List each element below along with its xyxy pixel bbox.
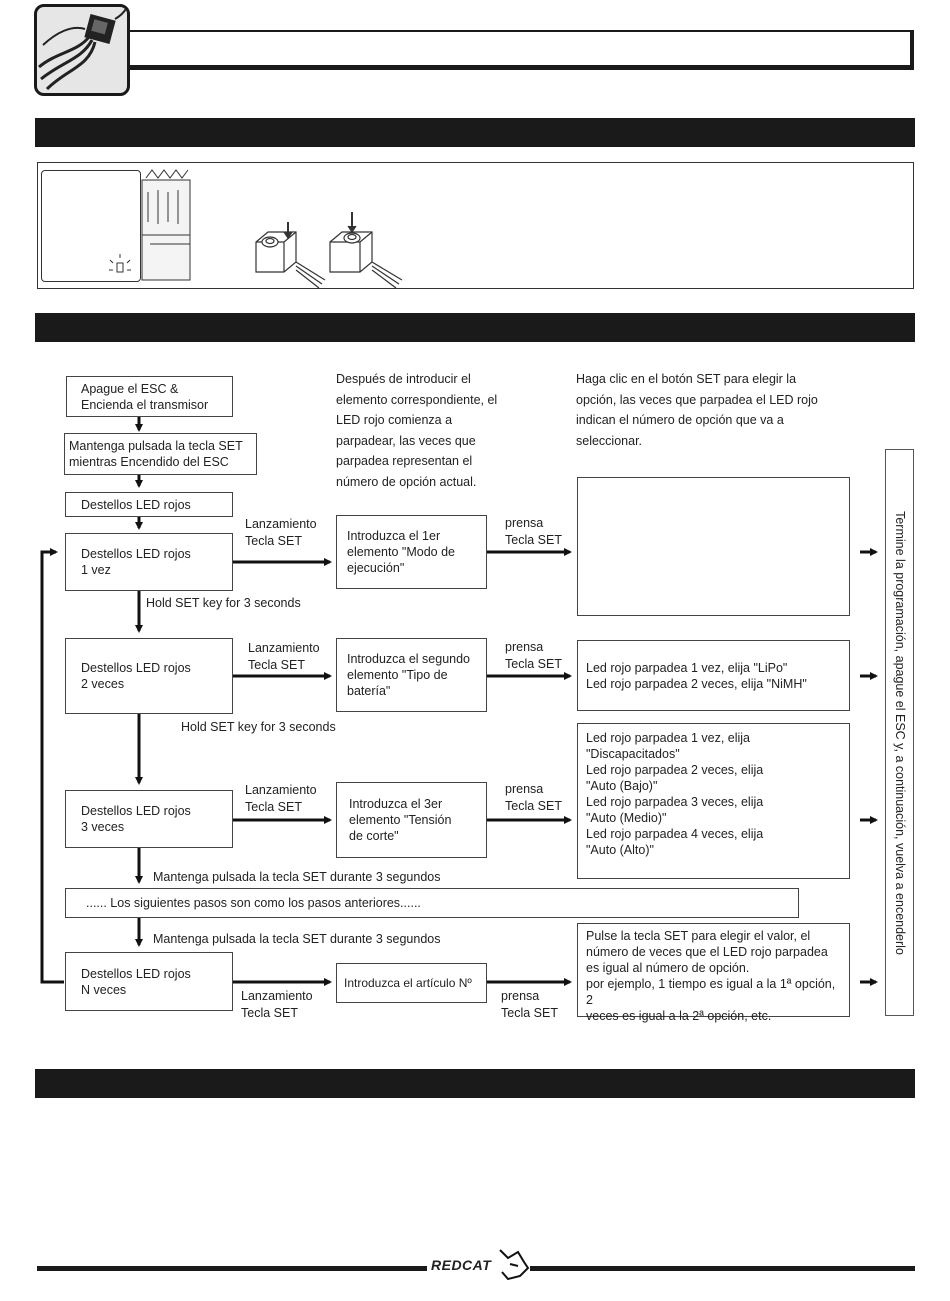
label-hold3-en-1: Hold SET key for 3 seconds [146,596,301,610]
step-flash-red: Destellos LED rojos [65,492,233,517]
footer-line-right [530,1266,915,1271]
brand-name: REDCAT [431,1257,492,1273]
section-bar-3 [35,1069,915,1098]
loop-back-arrow [40,548,64,984]
footer-line-left [37,1266,427,1271]
note-middle: Después de introducir el elemento corres… [336,372,498,489]
redcat-cat-icon [499,1249,530,1281]
exit-label: Termine la programación, apague el ESC y… [892,510,907,955]
options-item-n: Pulse la tecla SET para elegir el valor,… [577,923,850,1023]
label-release-3: Lanzamiento Tecla SET [245,783,317,814]
led-indicator-icon [109,254,131,273]
label-press-2: prensa Tecla SET [505,640,562,671]
note-right: Haga clic en el botón SET para elegir la… [576,372,818,448]
label-press-1: prensa Tecla SET [505,516,562,547]
esc-thumbnail-icon [34,4,130,96]
label-release-2: Lanzamiento Tecla SET [248,641,320,672]
section-bar-1 [35,118,915,147]
step-flash-2: Destellos LED rojos 2 veces [65,638,233,714]
header-title-frame [118,30,914,70]
esc-closeup-icon [141,169,191,281]
label-hold3-es-2: Mantenga pulsada la tecla SET durante 3 … [153,932,441,946]
set-button-unit-2-icon [329,212,403,289]
label-press-3: prensa Tecla SET [505,782,562,813]
esc-illustrations [109,169,403,289]
step-following: ...... Los siguientes pasos son como los… [65,888,799,918]
label-release-1: Lanzamiento Tecla SET [245,517,317,548]
brand-logo: REDCAT [428,1246,532,1282]
step-start: Apague el ESC & Encienda el transmisor [66,376,233,417]
options-item-3: Led rojo parpadea 1 vez, elija "Discapac… [577,723,850,879]
set-button-unit-1-icon [255,222,326,289]
step-flash-1: Destellos LED rojos 1 vez [65,533,233,591]
label-hold3-en-2: Hold SET key for 3 seconds [181,720,336,734]
item-n: Introduzca el artículo Nº [336,963,487,1003]
item-2: Introduzca el segundo elemento "Tipo de … [336,638,487,712]
led-callout-box [41,170,141,282]
options-item-1 [577,477,850,616]
step-hold-set: Mantenga pulsada la tecla SET mientras E… [64,433,257,475]
exit-box: Termine la programación, apague el ESC y… [885,449,914,1016]
step-flash-3: Destellos LED rojos 3 veces [65,790,233,848]
item-3: Introduzca el 3er elemento "Tensión de c… [336,782,487,858]
label-release-n: Lanzamiento Tecla SET [241,989,313,1020]
label-hold3-es-1: Mantenga pulsada la tecla SET durante 3 … [153,870,441,884]
illustration-panel [37,162,914,289]
options-item-2: Led rojo parpadea 1 vez, elija "LiPo" Le… [577,640,850,711]
label-press-n: prensa Tecla SET [501,989,558,1020]
step-flash-n: Destellos LED rojos N veces [65,952,233,1011]
item-1: Introduzca el 1er elemento "Modo de ejec… [336,515,487,589]
section-bar-2 [35,313,915,342]
